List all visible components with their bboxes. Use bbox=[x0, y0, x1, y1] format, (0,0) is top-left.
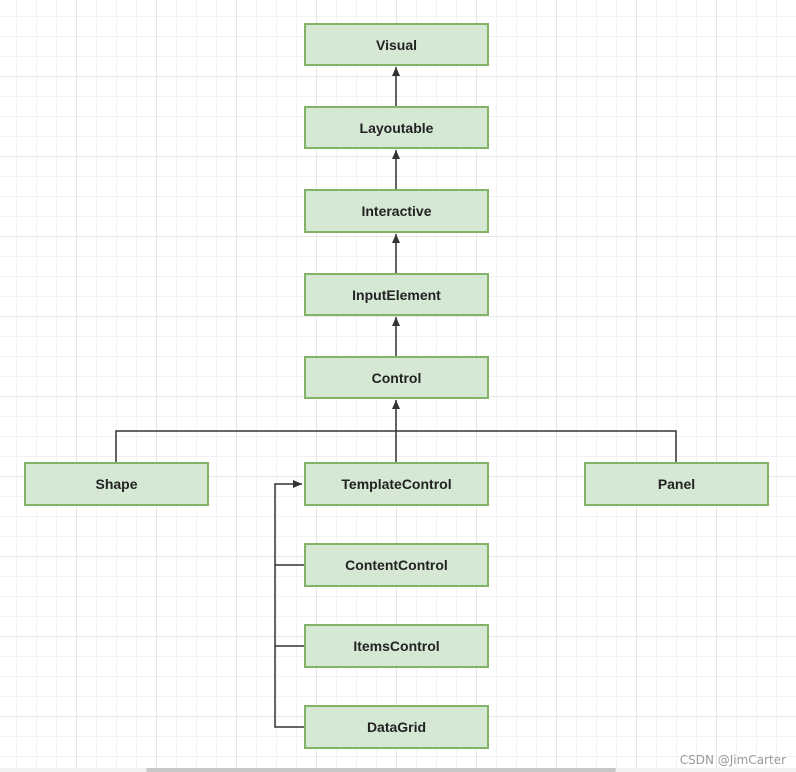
node-control-label: Control bbox=[371, 369, 422, 386]
edge-datagrid-to-templatecontrol bbox=[274, 480, 304, 728]
node-templatecontrol-label: TemplateControl bbox=[341, 476, 452, 492]
node-visual-label: Visual bbox=[376, 36, 417, 53]
node-layoutable[interactable]: Layoutable bbox=[304, 106, 489, 149]
node-contentcontrol-label: ContentControl bbox=[345, 557, 448, 573]
node-inputelement-label: InputElement bbox=[352, 286, 441, 303]
node-itemscontrol-label: ItemsControl bbox=[353, 638, 440, 654]
edge-panel-to-control bbox=[396, 430, 677, 462]
watermark: CSDN @JimCarter bbox=[679, 753, 786, 767]
node-panel[interactable]: Panel bbox=[584, 462, 769, 506]
node-layoutable-label: Layoutable bbox=[359, 119, 434, 136]
node-interactive[interactable]: Interactive bbox=[304, 189, 489, 233]
horizontal-scrollbar[interactable] bbox=[0, 768, 796, 772]
node-itemscontrol[interactable]: ItemsControl bbox=[304, 624, 489, 668]
node-panel-label: Panel bbox=[657, 476, 696, 492]
node-datagrid[interactable]: DataGrid bbox=[304, 705, 489, 749]
node-contentcontrol[interactable]: ContentControl bbox=[304, 543, 489, 587]
node-datagrid-label: DataGrid bbox=[366, 719, 427, 735]
node-inputelement[interactable]: InputElement bbox=[304, 273, 489, 316]
edge-shape-to-control bbox=[115, 430, 396, 462]
node-control[interactable]: Control bbox=[304, 356, 489, 399]
node-interactive-label: Interactive bbox=[361, 203, 432, 219]
node-templatecontrol[interactable]: TemplateControl bbox=[304, 462, 489, 506]
node-shape[interactable]: Shape bbox=[24, 462, 209, 506]
scrollbar-thumb[interactable] bbox=[146, 768, 616, 772]
node-visual[interactable]: Visual bbox=[304, 23, 489, 66]
node-shape-label: Shape bbox=[95, 476, 138, 492]
